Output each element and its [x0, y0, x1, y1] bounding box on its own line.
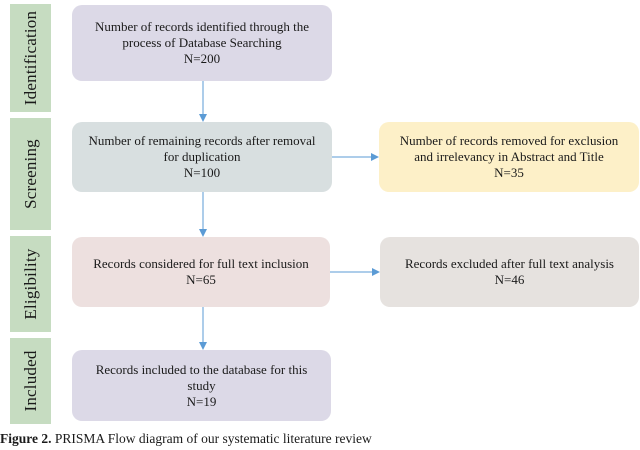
box-records-included: Records included to the database for thi… [72, 350, 331, 421]
box-records-identified-count: N=200 [183, 51, 221, 66]
stage-identification: Identification [10, 4, 51, 112]
box-records-remaining: Number of remaining records after remova… [72, 122, 332, 192]
box-records-included-line1: Records included to the database for thi… [95, 361, 308, 377]
box-full-text-considered-line1: Records considered for full text inclusi… [93, 256, 309, 271]
box-records-removed-line1: Number of records removed for exclusion [399, 133, 619, 148]
box-records-remaining-line2: for duplication [163, 149, 241, 164]
box-full-text-excluded-count: N=46 [494, 272, 525, 287]
stage-screening: Screening [10, 118, 51, 230]
box-full-text-considered-count: N=65 [186, 272, 216, 287]
figure-caption-text: PRISMA Flow diagram of our systematic li… [54, 431, 372, 446]
box-records-remaining-count: N=100 [183, 165, 221, 180]
box-records-included-line2: study [187, 377, 216, 393]
box-records-identified: Number of records identified through the… [72, 5, 332, 81]
box-records-removed-count: N=35 [494, 165, 524, 180]
box-records-identified-line1: Number of records identified through the [94, 19, 310, 34]
box-records-included-count: N=19 [186, 393, 217, 409]
stage-included: Included [10, 338, 51, 424]
figure-caption: Figure 2. PRISMA Flow diagram of our sys… [0, 431, 372, 447]
box-records-remaining-line1: Number of remaining records after remova… [88, 133, 316, 148]
box-full-text-excluded-line1: Records excluded after full text analysi… [404, 256, 614, 271]
box-records-identified-line2: process of Database Searching [122, 35, 282, 50]
stage-eligibility: Eligibility [10, 236, 51, 332]
box-full-text-excluded: Records excluded after full text analysi… [380, 237, 639, 307]
box-full-text-considered: Records considered for full text inclusi… [72, 237, 330, 307]
figure-caption-label: Figure 2. [0, 431, 52, 446]
box-records-removed-line2: and irrelevancy in Abstract and Title [414, 149, 604, 164]
box-records-removed: Number of records removed for exclusion … [379, 122, 639, 192]
